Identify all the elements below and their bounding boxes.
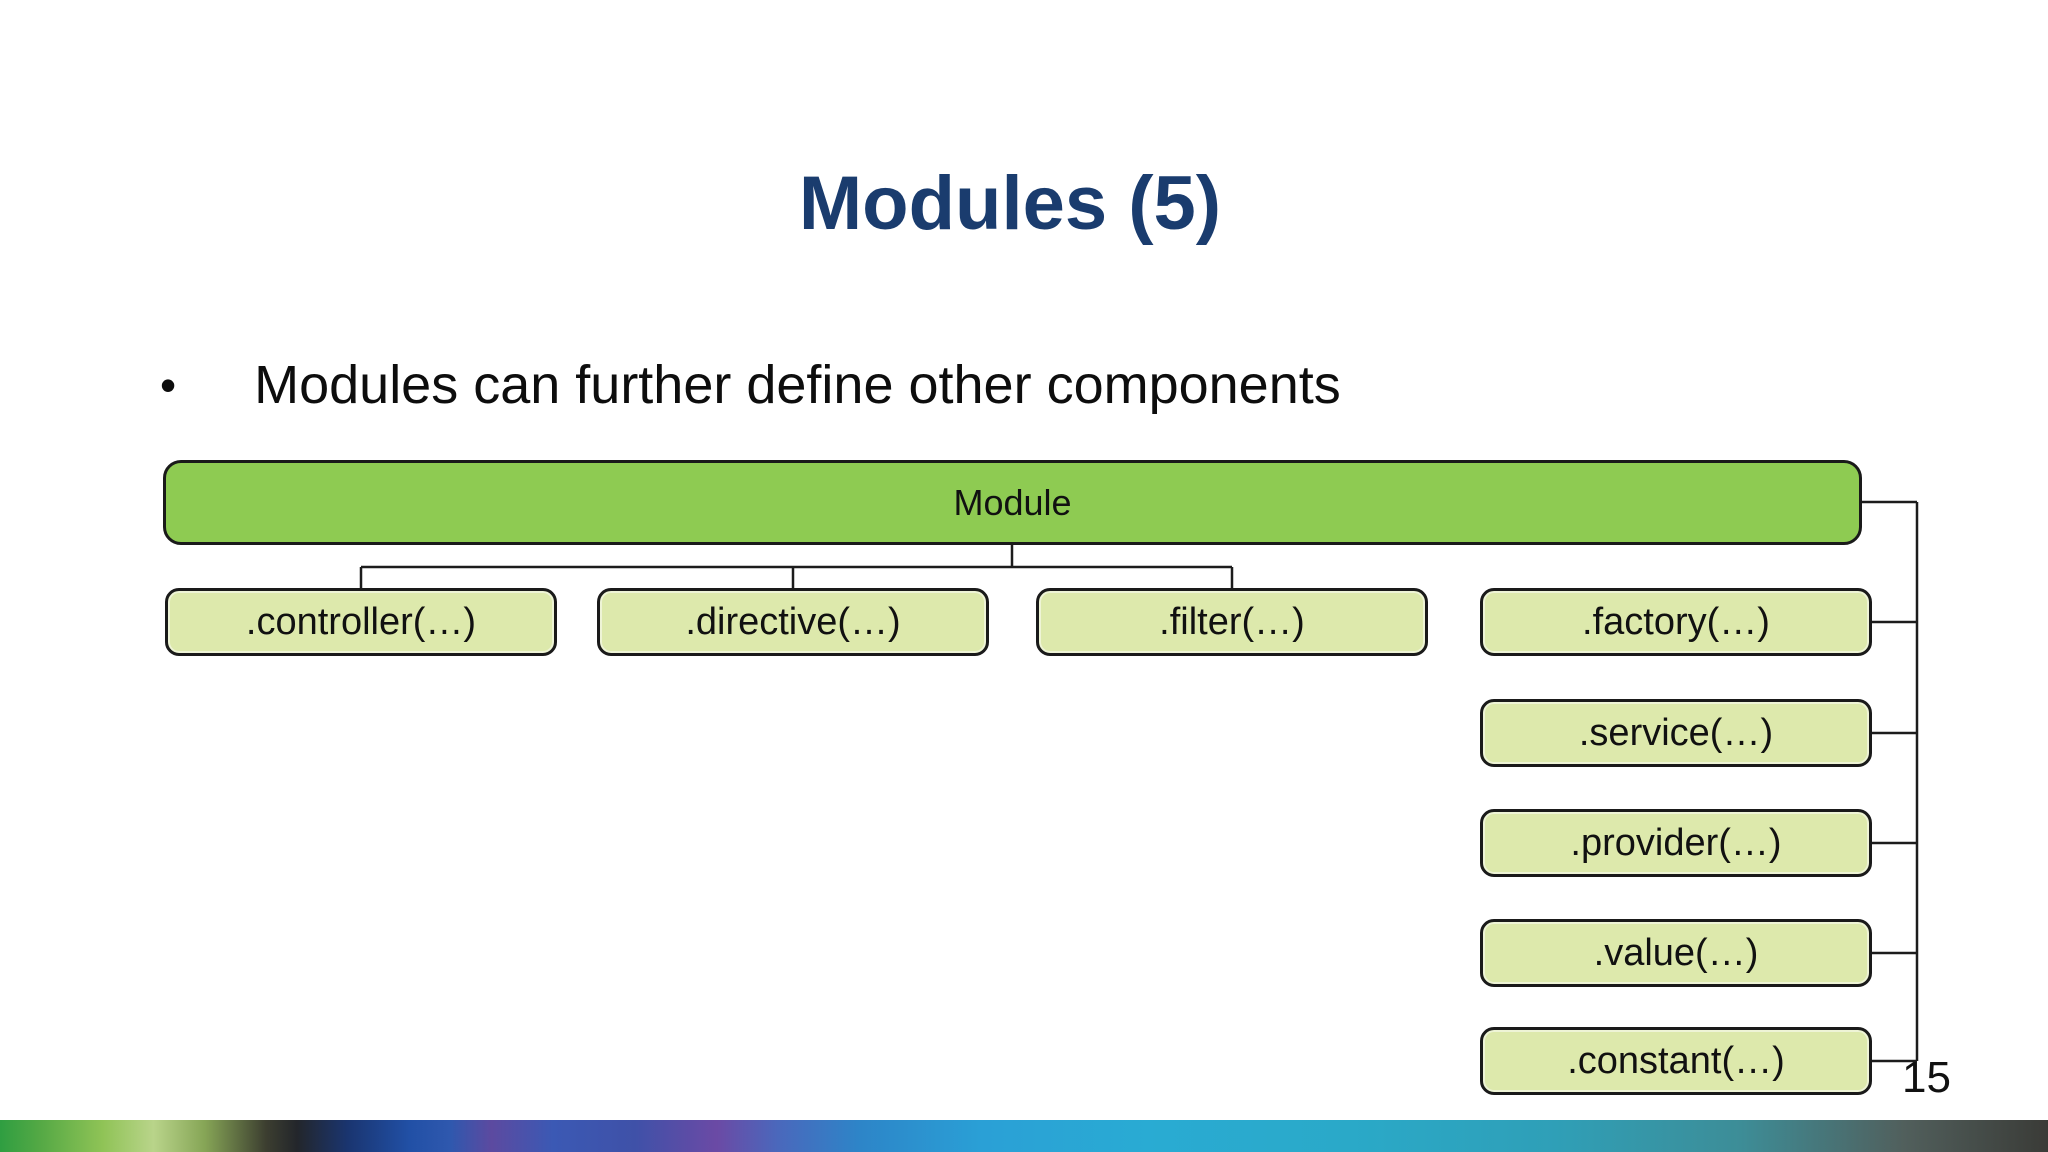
node-constant: .constant(…) xyxy=(1480,1027,1872,1095)
bullet-item: • Modules can further define other compo… xyxy=(160,350,1341,420)
slide-title: Modules (5) xyxy=(798,161,1222,246)
node-provider: .provider(…) xyxy=(1480,809,1872,877)
bullet-text: Modules can further define other compone… xyxy=(254,355,1341,415)
node-value: .value(…) xyxy=(1480,919,1872,987)
page-number: 15 xyxy=(1902,1053,1951,1102)
node-factory: .factory(…) xyxy=(1480,588,1872,656)
bullet-marker: • xyxy=(160,359,177,411)
node-directive: .directive(…) xyxy=(597,588,989,656)
node-filter: .filter(…) xyxy=(1036,588,1428,656)
node-controller: .controller(…) xyxy=(165,588,557,656)
node-service: .service(…) xyxy=(1480,699,1872,767)
decorative-stripe xyxy=(0,1120,2048,1152)
node-module: Module xyxy=(163,460,1862,545)
